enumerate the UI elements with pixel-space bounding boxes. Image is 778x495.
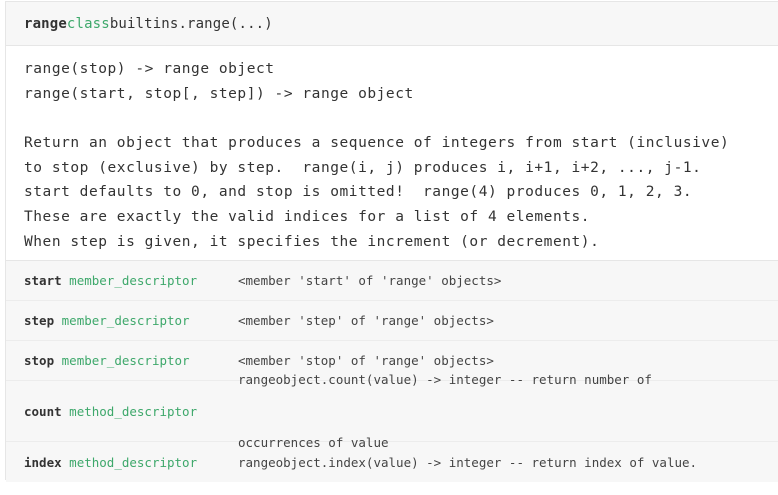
member-type: method_descriptor — [69, 454, 198, 470]
doc-line: start defaults to 0, and stop is omitted… — [24, 184, 693, 201]
doc-line: range(start, stop[, step]) -> range obje… — [24, 85, 414, 102]
doc-line — [24, 106, 778, 131]
member-type: member_descriptor — [61, 353, 190, 368]
member-row-step: step member_descriptor <member 'step' of… — [6, 301, 778, 341]
doc-line: to stop (exclusive) by step. range(i, j)… — [24, 159, 702, 176]
member-description: <member 'stop' of 'range' objects> — [238, 350, 494, 371]
member-cell: index method_descriptor — [6, 455, 238, 470]
class-name: range — [24, 15, 67, 32]
docstring: range(stop) -> range object range(start,… — [6, 46, 778, 261]
member-description-line: rangeobject.index(value) -> integer -- r… — [238, 454, 698, 470]
members-table: start member_descriptor <member 'start' … — [6, 261, 778, 482]
member-description-line: <member 'step' of 'range' objects> — [238, 313, 494, 328]
member-name: step — [24, 313, 55, 328]
member-description-line: <member 'start' of 'range' objects> — [238, 273, 502, 288]
member-row-start: start member_descriptor <member 'start' … — [6, 261, 778, 301]
member-description-line: occurrences of value — [238, 435, 389, 450]
member-row-stop: stop member_descriptor <member 'stop' of… — [6, 341, 778, 381]
member-name: stop — [24, 353, 55, 368]
member-type: member_descriptor — [61, 313, 190, 328]
member-type: member_descriptor — [69, 273, 198, 288]
member-cell: stop member_descriptor — [6, 353, 238, 368]
doc-line: range(stop) -> range object — [24, 61, 275, 77]
class-keyword: class — [66, 15, 110, 32]
member-row-count: count method_descriptor rangeobject.coun… — [6, 372, 778, 450]
member-name: index — [24, 454, 62, 470]
member-description: rangeobject.index(value) -> integer -- r… — [238, 452, 697, 473]
class-signature: builtins.range(...) — [109, 15, 273, 32]
member-cell: step member_descriptor — [6, 313, 238, 328]
member-description: rangeobject.count(value) -> integer -- r… — [238, 327, 652, 495]
member-cell: count method_descriptor — [6, 404, 238, 419]
member-name: count — [24, 403, 62, 419]
member-type: method_descriptor — [69, 403, 198, 419]
doc-line: Return an object that produces a sequenc… — [24, 135, 730, 152]
doc-line: These are exactly the valid indices for … — [24, 209, 591, 226]
member-description: <member 'start' of 'range' objects> — [238, 270, 501, 291]
member-name: start — [24, 273, 62, 288]
member-description-line: rangeobject.count(value) -> integer -- r… — [238, 372, 652, 387]
doc-line: When step is given, it specifies the inc… — [24, 233, 600, 250]
member-cell: start member_descriptor — [6, 273, 238, 288]
member-row-index: index method_descriptor rangeobject.inde… — [6, 442, 778, 482]
class-doc-card: range class builtins.range(...) range(st… — [5, 1, 778, 482]
class-header: range class builtins.range(...) — [6, 2, 778, 46]
member-description: <member 'step' of 'range' objects> — [238, 310, 494, 331]
member-description-line: <member 'stop' of 'range' objects> — [238, 353, 494, 368]
